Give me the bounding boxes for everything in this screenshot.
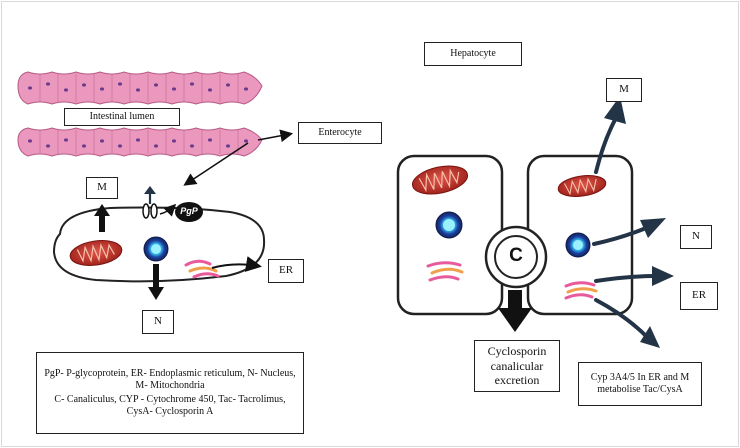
enterocyte-pointer-arrow [183,129,294,186]
hepatocyte-left-mitochondria [411,165,469,195]
label-cyp-note: Cyp 3A4/5 In ER and M metabolise Tac/Cys… [578,362,702,406]
label-n-left: N [142,310,174,334]
arrow-to-er-right [594,274,658,283]
arrow-to-er-left [211,256,262,272]
hepatocyte-arrows [592,116,658,338]
hepatocyte-right-mitochondria [557,175,607,197]
legend-box: PgP- P-glycoprotein, ER- Endoplasmic ret… [36,352,304,434]
hepatocyte-right-nucleus [565,232,591,258]
enterocyte-endoplasmic-reticulum [184,259,220,279]
pgp-tag-text: PgP [180,206,198,216]
label-n-right: N [680,225,712,249]
enterocyte-mitochondria [69,240,123,266]
legend-line-1: PgP- P-glycoprotein, ER- Endoplasmic ret… [44,368,296,391]
hepatocyte-left-er [426,261,464,282]
canalicular-excretion-arrow [498,290,532,332]
canaliculus-letter: C [509,245,523,266]
pgp-tag [175,202,203,222]
label-er-left: ER [268,259,304,283]
pgp-pump [142,186,177,219]
label-intestinal-lumen: Intestinal lumen [64,108,180,126]
enterocyte-nucleus [143,236,169,262]
villi-layer-bottom [17,127,263,157]
label-m-left: M [86,177,118,199]
arrow-to-n-right [592,226,648,246]
hepatocyte-right-er [564,281,598,300]
label-enterocyte: Enterocyte [298,122,382,144]
hepatocyte-left-nucleus [435,211,463,239]
villi-layer-top [17,71,263,105]
hepatocyte-arrowheads [604,96,674,348]
canaliculus [484,225,548,289]
arrow-to-m-right [594,116,618,174]
arrow-to-bottom-right [594,298,648,338]
label-m-right: M [606,78,642,102]
label-er-right: ER [680,282,718,310]
legend-line-2: C- Canaliculus, CYP - Cytochrome 450, Ta… [54,394,286,417]
label-hepatocyte: Hepatocyte [424,42,522,66]
arrow-to-m-left [94,204,110,232]
arrow-to-n-left [148,264,164,300]
label-cyclosporin-excretion: Cyclosporin canalicular excretion [474,340,560,392]
